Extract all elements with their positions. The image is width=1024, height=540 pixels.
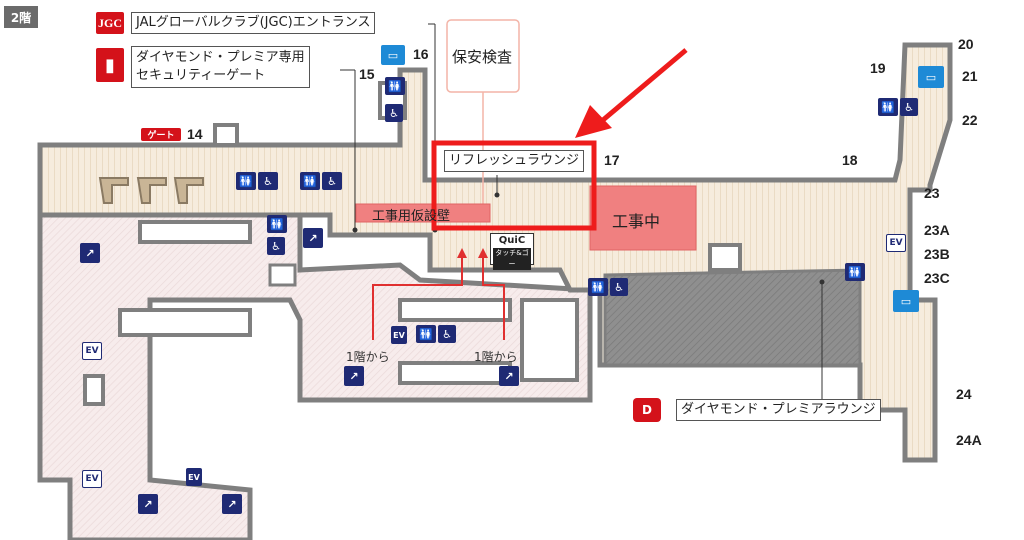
diamond-lounge-area — [603, 268, 862, 367]
floor-indicator: 2階 — [4, 6, 38, 28]
temporary-wall-label: 工事用仮設壁 — [372, 209, 451, 224]
gate-23c[interactable]: 23C — [924, 270, 950, 286]
escalator-icon: ↗ — [303, 228, 323, 248]
gate-16[interactable]: 16 — [413, 46, 429, 62]
construction-label: 工事中 — [612, 212, 661, 231]
gate-23b[interactable]: 23B — [924, 246, 950, 262]
security-check-label: 保安検査 — [452, 48, 513, 66]
gate-23[interactable]: 23 — [924, 185, 940, 201]
accessible-icon: ♿ — [900, 98, 918, 116]
accessible-icon: ♿ — [267, 237, 285, 255]
boarding-bridges — [98, 177, 204, 204]
escalator-icon: ↗ — [138, 494, 158, 514]
restroom-icon: 🚻 — [845, 263, 865, 281]
accessible-icon: ♿ — [438, 325, 456, 343]
restroom-icon: 🚻 — [385, 77, 405, 95]
jgc-entrance-label: JALグローバルクラブ(JGC)エントランス — [131, 12, 376, 34]
temporary-wall — [355, 203, 491, 223]
elevator-icon: EV — [82, 342, 102, 360]
escalator-icon: ↗ — [499, 366, 519, 386]
elevator-icon: EV — [82, 470, 102, 488]
escalator-icon: ↗ — [80, 243, 100, 263]
jgc-logo: JGC — [96, 12, 124, 34]
security-gate-icon: ▮ — [96, 48, 124, 82]
gate-19[interactable]: 19 — [870, 60, 886, 76]
accessible-icon: ♿ — [258, 172, 278, 190]
lower-left-hatched-area — [37, 212, 593, 540]
gate-20[interactable]: 20 — [958, 36, 974, 52]
diamond-security-gate-label: ダイヤモンド・プレミア専用 セキュリティーゲート — [131, 46, 310, 88]
gate-23a[interactable]: 23A — [924, 222, 950, 238]
refresh-lounge-label[interactable]: リフレッシュラウンジ — [444, 150, 585, 172]
from-first-floor-left: 1階から — [346, 350, 390, 364]
restroom-icon: 🚻 — [267, 215, 287, 233]
restroom-icon: 🚻 — [588, 278, 608, 296]
accessible-icon: ♿ — [610, 278, 628, 296]
escalator-icon: ↗ — [222, 494, 242, 514]
gate-sign: ゲート — [141, 128, 181, 141]
highlight-arrow — [601, 48, 688, 122]
gate-14[interactable]: 14 — [187, 126, 203, 142]
escalator-icon: ↗ — [344, 366, 364, 386]
charging-station-icon: ▭ — [893, 290, 919, 312]
restroom-icon: 🚻 — [236, 172, 256, 190]
from-first-floor-right: 1階から — [474, 350, 518, 364]
gate-18[interactable]: 18 — [842, 152, 858, 168]
elevator-icon: EV — [391, 326, 407, 344]
gate-24a[interactable]: 24A — [956, 432, 982, 448]
construction-area — [589, 185, 697, 251]
elevator-icon: EV — [186, 468, 202, 486]
restroom-icon: 🚻 — [416, 325, 436, 343]
flow-arrows — [372, 255, 505, 340]
quic-kiosk[interactable]: QuiC タッチ&ゴー — [490, 233, 534, 270]
gate-21[interactable]: 21 — [962, 68, 978, 84]
accessible-icon: ♿ — [385, 104, 403, 122]
gate-17[interactable]: 17 — [604, 152, 620, 168]
restroom-icon: 🚻 — [300, 172, 320, 190]
diamond-lounge-label[interactable]: ダイヤモンド・プレミアラウンジ — [676, 399, 881, 421]
gate-22[interactable]: 22 — [962, 112, 978, 128]
restroom-icon: 🚻 — [878, 98, 898, 116]
charging-station-icon: ▭ — [918, 66, 944, 88]
gate-24[interactable]: 24 — [956, 386, 972, 402]
highlight-box — [431, 140, 597, 231]
gate-15[interactable]: 15 — [359, 66, 375, 82]
charging-station-icon: ▭ — [381, 45, 405, 65]
accessible-icon: ♿ — [322, 172, 342, 190]
elevator-icon: EV — [886, 234, 906, 252]
diamond-lounge-icon: D — [633, 398, 661, 422]
